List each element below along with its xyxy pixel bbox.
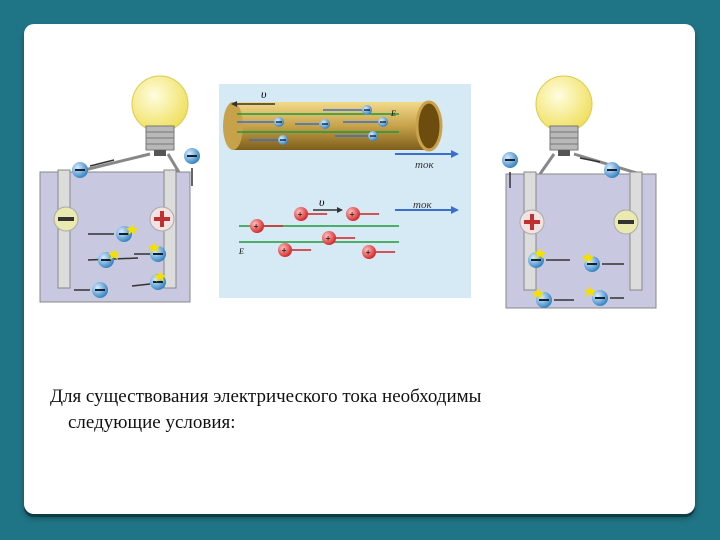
positive-charge-icon: + — [362, 245, 376, 259]
electron-icon — [278, 135, 288, 145]
svg-text:+: + — [350, 210, 355, 220]
light-bulb-icon — [535, 75, 593, 156]
conductor-current-figure: υ E ток υ ток E + + + — [219, 84, 471, 298]
positive-charge-icon: + — [250, 219, 264, 233]
charges-field-label: E — [238, 247, 244, 256]
negative-electrode-icon — [53, 206, 79, 232]
caption-line-2: следующие условия: — [68, 412, 236, 433]
charges-current-label: ток — [413, 199, 432, 211]
electron-icon — [320, 119, 330, 129]
electron-icon — [72, 162, 88, 178]
electron-icon — [378, 117, 388, 127]
conductor-current-label: ток — [415, 159, 434, 171]
ion-icon — [116, 224, 138, 242]
light-bulb-icon — [131, 75, 189, 156]
caption-line-1: Для существования электрического тока не… — [50, 386, 482, 407]
charges-velocity-label: υ — [319, 195, 325, 209]
electron-icon — [274, 117, 284, 127]
electrolysis-cell-right-figure — [500, 74, 662, 310]
electron-icon — [502, 152, 518, 168]
svg-text:+: + — [366, 248, 371, 258]
ion-icon — [582, 252, 600, 272]
positive-electrode-icon — [149, 206, 175, 232]
positive-electrode-icon — [519, 209, 545, 235]
negative-electrode-icon — [613, 209, 639, 235]
electrolysis-cell-left-figure — [34, 74, 204, 304]
ion-icon — [98, 249, 120, 268]
svg-text:+: + — [282, 246, 287, 256]
svg-text:+: + — [326, 234, 331, 244]
electron-icon — [368, 131, 378, 141]
positive-charge-icon: + — [322, 231, 336, 245]
ion-icon — [532, 288, 552, 308]
positive-charge-icon: + — [278, 243, 292, 257]
svg-text:+: + — [254, 222, 259, 232]
ion-icon — [92, 282, 108, 298]
ion-icon — [150, 271, 166, 290]
electron-icon — [604, 162, 620, 178]
ion-icon — [584, 286, 608, 306]
electron-icon — [362, 105, 372, 115]
positive-charge-icon: + — [294, 207, 308, 221]
arrow-icon — [89, 159, 115, 167]
electron-icon — [184, 148, 200, 164]
conductor-cylinder — [223, 100, 443, 152]
ion-icon — [148, 242, 166, 262]
slide: υ E ток υ ток E + + + — [24, 24, 695, 514]
ion-icon — [528, 248, 546, 268]
conductor-velocity-label: υ — [261, 87, 267, 101]
caption-text: Для существования электрического тока не… — [50, 384, 650, 436]
positive-charge-icon: + — [346, 207, 360, 221]
conductor-field-label: E — [390, 109, 396, 118]
svg-text:+: + — [298, 210, 303, 220]
